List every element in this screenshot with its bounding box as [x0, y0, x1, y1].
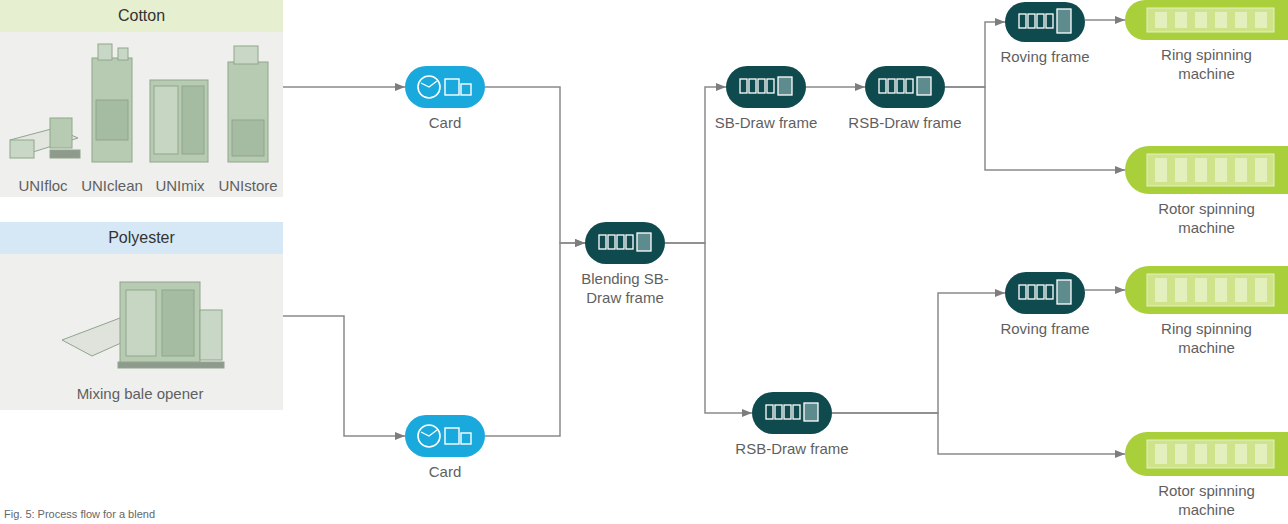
node-label: RSB-Draw frame — [735, 439, 848, 458]
machine-icon — [879, 77, 931, 95]
machine-icon — [1147, 154, 1274, 186]
node-label: Rotor spinning machine — [1145, 481, 1269, 519]
node-label: Roving frame — [1000, 47, 1089, 66]
flow-arrow — [832, 293, 1005, 413]
label-holder: Card — [429, 462, 462, 481]
figure-caption: Fig. 5: Process flow for a blend — [4, 507, 155, 521]
flow-arrow — [806, 86, 865, 88]
pill-shape — [405, 415, 485, 457]
machine-pill: Card — [405, 66, 485, 108]
pill-shape — [405, 66, 485, 108]
machine-icon — [740, 77, 792, 95]
machine-icon — [1147, 274, 1274, 306]
label-holder: UNIclean — [81, 176, 143, 195]
machine-pill: Ring spinning machine — [1125, 266, 1288, 314]
pill-shape — [752, 392, 832, 434]
label-holder: UNIfloc — [18, 176, 67, 195]
flow-arrow — [485, 87, 585, 243]
machine-pill: RSB-Draw frame — [752, 392, 832, 434]
node-label: RSB-Draw frame — [848, 113, 961, 132]
flow-arrow — [665, 243, 752, 413]
uniclean-machine — [92, 44, 132, 162]
pill-shape — [865, 66, 945, 108]
flow-arrow — [945, 87, 1125, 170]
flow-arrow — [283, 316, 405, 436]
flow-arrow — [832, 413, 1125, 454]
pill-shape — [1125, 266, 1288, 314]
label-holder: Mixing bale opener — [77, 384, 204, 403]
node-label: Blending SB-Draw frame — [573, 269, 677, 307]
label-holder: Blending SB-Draw frame — [573, 269, 677, 307]
label-holder: RSB-Draw frame — [848, 113, 961, 132]
machine-icon — [766, 403, 818, 421]
machine-pill: Roving frame — [1005, 272, 1085, 314]
flow-arrow — [283, 86, 405, 88]
machine-icon — [1019, 9, 1071, 33]
material-panel: Polyester — [0, 222, 283, 410]
machine-pill: SB-Draw frame — [726, 66, 806, 108]
machine-name: UNIclean — [81, 176, 143, 195]
flow-arrow — [1085, 19, 1125, 21]
pill-shape — [726, 66, 806, 108]
pill-shape — [1125, 0, 1288, 40]
machine-pill: Rotor spinning machine — [1125, 146, 1288, 194]
machine-icon — [1147, 440, 1274, 468]
machine-pill: Ring spinning machine — [1125, 0, 1288, 40]
machine-pill: RSB-Draw frame — [865, 66, 945, 108]
machine-icon — [1147, 8, 1274, 32]
flow-arrow — [1085, 289, 1125, 291]
machine-icon — [1019, 280, 1071, 304]
unimix-machine — [150, 80, 208, 162]
mixing-bale-opener — [62, 282, 224, 368]
machine-pill: Card — [405, 415, 485, 457]
unistore-machine — [228, 46, 268, 162]
label-holder: Rotor spinning machine — [1145, 481, 1269, 519]
machine-name: UNIstore — [218, 176, 277, 195]
label-holder: Roving frame — [1000, 319, 1089, 338]
machine-name: UNIfloc — [18, 176, 67, 195]
flow-arrow — [665, 87, 726, 243]
machine-icon — [418, 425, 471, 447]
pill-shape — [585, 222, 665, 264]
node-label: Ring spinning machine — [1145, 45, 1269, 83]
node-label: Rotor spinning machine — [1145, 199, 1269, 237]
node-label: Card — [429, 113, 462, 132]
flow-arrow — [485, 243, 585, 436]
machine-icon — [418, 76, 471, 98]
pill-shape — [1125, 432, 1288, 476]
label-holder: Card — [429, 113, 462, 132]
label-holder: UNImix — [155, 176, 204, 195]
node-label: Roving frame — [1000, 319, 1089, 338]
polyester-panel-ground — [0, 222, 283, 410]
node-label: Card — [429, 462, 462, 481]
pill-shape — [1005, 272, 1085, 314]
panel-heading: Cotton — [118, 0, 165, 32]
machine-pill: Rotor spinning machine — [1125, 432, 1288, 476]
machine-pill: Blending SB-Draw frame — [585, 222, 665, 264]
label-holder: Roving frame — [1000, 47, 1089, 66]
panel-heading: Polyester — [108, 222, 175, 254]
node-label: SB-Draw frame — [715, 113, 818, 132]
label-holder: Fig. 5: Process flow for a blend — [4, 504, 155, 522]
label-holder: Ring spinning machine — [1145, 319, 1269, 357]
label-holder: Rotor spinning machine — [1145, 199, 1269, 237]
pill-shape — [1125, 146, 1288, 194]
panel-header: Cotton — [0, 0, 283, 32]
label-holder: UNIstore — [218, 176, 277, 195]
label-holder: Ring spinning machine — [1145, 45, 1269, 83]
panel-header: Polyester — [0, 222, 283, 254]
machine-name: UNImix — [155, 176, 204, 195]
cotton-panel-ground — [0, 0, 283, 197]
unifloc-machine — [10, 118, 80, 158]
material-panel: Cotton — [0, 0, 283, 197]
pill-shape — [1005, 2, 1085, 42]
machine-pill: Roving frame — [1005, 2, 1085, 42]
label-holder: RSB-Draw frame — [735, 439, 848, 458]
flow-arrow — [945, 22, 1005, 87]
machine-icon — [599, 233, 651, 251]
label-holder: SB-Draw frame — [715, 113, 818, 132]
machine-name: Mixing bale opener — [77, 384, 204, 403]
node-label: Ring spinning machine — [1145, 319, 1269, 357]
